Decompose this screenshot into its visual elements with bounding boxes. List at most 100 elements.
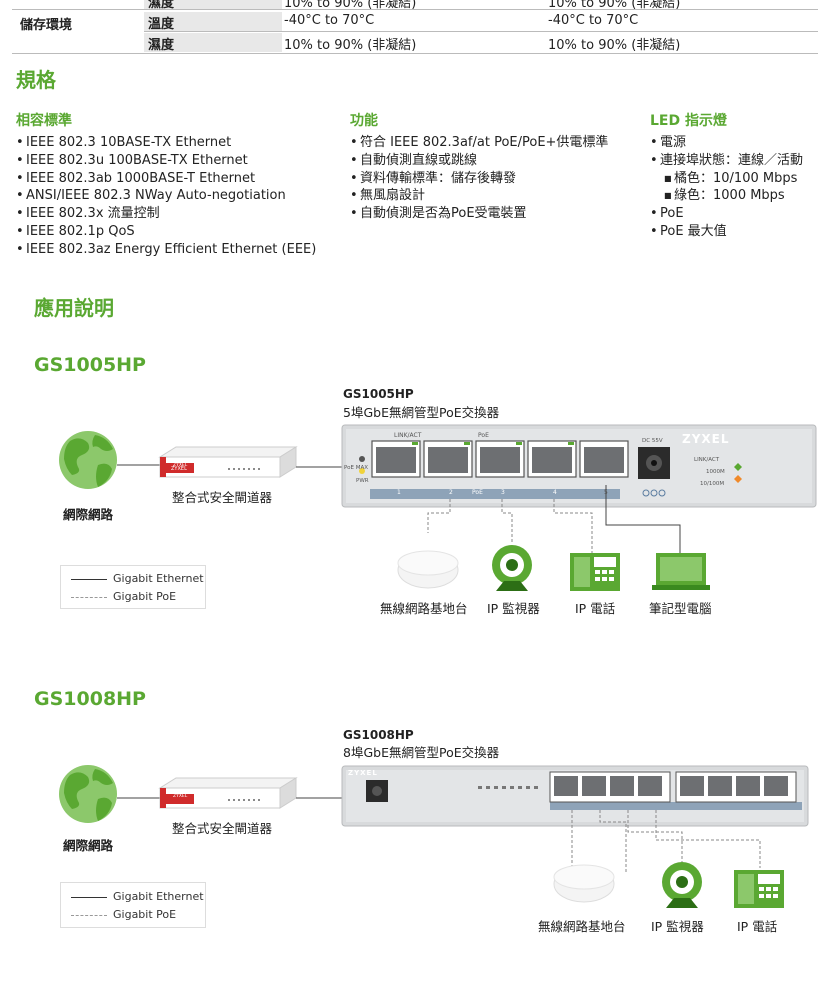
panel-poe: PoE <box>478 432 489 439</box>
diagram-graphic <box>59 765 809 908</box>
device-name: GS1005HP <box>343 387 414 401</box>
row-value-2: 10% to 90% (非凝結) <box>548 38 681 53</box>
ip-phone-icon <box>734 870 784 908</box>
port-label: 1 <box>397 489 401 496</box>
device-label: 無線網路基地台 <box>538 919 626 934</box>
led-1000-label: 1000M <box>706 469 725 475</box>
device-name: GS1008HP <box>343 728 414 742</box>
list-item: IEEE 802.3az Energy Efficient Ethernet (… <box>16 241 316 259</box>
list-item: IEEE 802.3u 100BASE-TX Ethernet <box>16 152 316 170</box>
device-desc: 5埠GbE無網管型PoE交換器 <box>343 405 500 420</box>
compat-list: IEEE 802.3 10BASE-TX EthernetIEEE 802.3u… <box>16 134 316 259</box>
laptop-icon <box>652 553 710 590</box>
panel-linkact: LINK/ACT <box>394 432 422 439</box>
ip-phone-icon <box>570 553 620 591</box>
led-linkact-label: LINK/ACT <box>694 457 720 463</box>
features-heading: 功能 <box>350 113 378 129</box>
legend-poe-text: Gigabit PoE <box>113 908 177 921</box>
row-label: 濕度 <box>148 38 175 53</box>
list-item: 自動偵測是否為PoE受電裝置 <box>350 205 608 223</box>
legend-box: Gigabit Ethernet Gigabit PoE <box>60 882 206 928</box>
device-label: IP 監視器 <box>487 601 540 616</box>
legend-ethernet-line <box>71 579 107 580</box>
device-label: IP 監視器 <box>651 919 704 934</box>
specs-title: 規格 <box>16 68 56 92</box>
legend-poe-text: Gigabit PoE <box>113 590 177 603</box>
table-row: 濕度 10% to 90% (非凝結) 10% to 90% (非凝結) <box>12 0 818 11</box>
panel-dc: DC 55V <box>642 438 663 444</box>
row-value-1: -40°C to 70°C <box>284 13 375 28</box>
switch-gs1008hp <box>341 765 809 827</box>
panel-poe-max: PoE MAX <box>344 465 368 471</box>
port-label: 4 <box>553 489 557 496</box>
list-item: 橘色：10/100 Mbps <box>650 170 803 188</box>
row-value-2: -40°C to 70°C <box>548 13 639 28</box>
list-item: ANSI/IEEE 802.3 NWay Auto-negotiation <box>16 187 316 205</box>
row-label: 溫度 <box>148 17 175 32</box>
svg-text:ZYXEL: ZYXEL <box>171 466 187 472</box>
access-point-icon <box>397 550 459 589</box>
device-label: IP 電話 <box>575 601 616 616</box>
port-label: 2 <box>449 489 453 496</box>
device-label: IP 電話 <box>737 919 778 934</box>
row-value-1: 10% to 90% (非凝結) <box>284 0 417 11</box>
model-title-gs1008hp: GS1008HP <box>34 688 146 710</box>
switch-gs1005hp <box>341 424 817 508</box>
storage-category-label: 儲存環境 <box>20 18 73 33</box>
led-heading: LED 指示燈 <box>650 113 727 129</box>
list-item: 符合 IEEE 802.3af/at PoE/PoE+供電標準 <box>350 134 608 152</box>
row-label: 濕度 <box>148 0 175 11</box>
list-item: 連接埠狀態：連線／活動 <box>650 152 803 170</box>
legend-poe-line <box>71 915 107 916</box>
legend-poe-line <box>71 597 107 598</box>
diagram-gs1008hp: GS1008HP 8埠GbE無網管型PoE交換器 <box>0 722 830 972</box>
gateway-label: 整合式安全閘道器 <box>172 490 273 505</box>
list-item: IEEE 802.3 10BASE-TX Ethernet <box>16 134 316 152</box>
compat-heading: 相容標準 <box>16 113 72 129</box>
brand-logo: ZYXEL <box>348 769 378 777</box>
ip-camera-icon <box>492 545 532 591</box>
list-item: 綠色：1000 Mbps <box>650 187 803 205</box>
port-label: 3 <box>501 489 505 496</box>
ip-camera-icon <box>662 862 702 908</box>
device-desc: 8埠GbE無網管型PoE交換器 <box>343 745 500 760</box>
list-item: IEEE 802.3ab 1000BASE-T Ethernet <box>16 170 316 188</box>
gateway-label: 整合式安全閘道器 <box>172 821 273 836</box>
model-title-gs1005hp: GS1005HP <box>34 354 146 376</box>
list-item: 電源 <box>650 134 803 152</box>
row-value-2: 10% to 90% (非凝結) <box>548 0 681 11</box>
internet-label: 網際網路 <box>63 507 114 522</box>
features-list: 符合 IEEE 802.3af/at PoE/PoE+供電標準自動偵測直線或跳線… <box>350 134 608 223</box>
brand-logo: ZYXEL <box>682 432 730 446</box>
list-item: IEEE 802.3x 流量控制 <box>16 205 316 223</box>
table-divider <box>12 9 818 10</box>
list-item: IEEE 802.1p QoS <box>16 223 316 241</box>
device-label: 筆記型電腦 <box>649 601 712 616</box>
led-100-label: 10/100M <box>700 481 725 487</box>
table-row: 溫度 -40°C to 70°C -40°C to 70°C <box>12 12 818 32</box>
legend-ethernet-text: Gigabit Ethernet <box>113 890 204 903</box>
diagram-graphic: ZYXEL <box>59 424 817 591</box>
panel-pwr: PWR <box>356 478 369 484</box>
list-item: 資料傳輸標準：儲存後轉發 <box>350 170 608 188</box>
led-list: 電源連接埠狀態：連線／活動橘色：10/100 Mbps綠色：1000 MbpsP… <box>650 134 803 241</box>
legend-box: Gigabit Ethernet Gigabit PoE <box>60 565 206 609</box>
globe-icon <box>59 765 117 823</box>
list-item: 自動偵測直線或跳線 <box>350 152 608 170</box>
row-value-1: 10% to 90% (非凝結) <box>284 38 417 53</box>
gateway-device: ZYXEL <box>158 446 298 478</box>
legend-ethernet-text: Gigabit Ethernet <box>113 572 204 585</box>
gateway-brand: ZYXEL <box>173 463 188 468</box>
internet-label: 網際網路 <box>63 838 114 853</box>
device-label: 無線網路基地台 <box>380 601 468 616</box>
port-label: PoE <box>472 489 483 496</box>
globe-icon <box>59 431 117 489</box>
gateway-device <box>158 777 298 809</box>
application-title: 應用說明 <box>34 296 114 320</box>
port-label: 5 <box>604 489 608 496</box>
legend-ethernet-line <box>71 897 107 898</box>
table-row: 濕度 10% to 90% (非凝結) 10% to 90% (非凝結) <box>12 33 818 53</box>
list-item: PoE <box>650 205 803 223</box>
list-item: 無風扇設計 <box>350 187 608 205</box>
diagram-gs1005hp: GS1005HP 5埠GbE無網管型PoE交換器 ZYXEL <box>0 385 830 625</box>
